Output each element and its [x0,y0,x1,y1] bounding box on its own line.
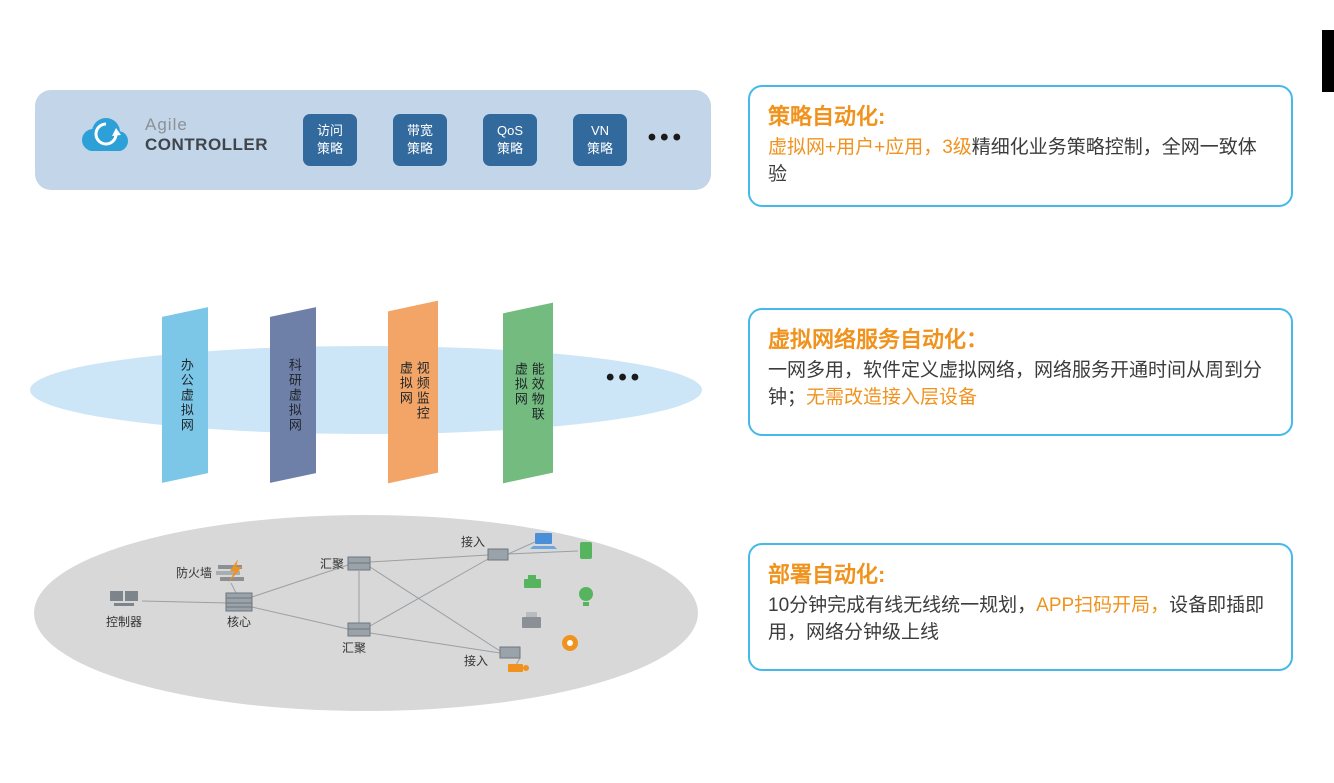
controller-icon [110,591,138,606]
policy-chip-vn-line1: VN [590,123,610,139]
aggregation-top-label: 汇聚 [320,557,344,571]
aggregation-switch-bottom-icon [347,622,371,637]
vn-panel-video-label: 视频监控虚拟网 [398,361,430,421]
agile-controller-banner: Agile CONTROLLER 访问 策略 带宽 策略 QoS 策略 VN 策… [35,90,711,190]
policy-chip-vn: VN 策略 [573,114,627,166]
speaker-icon [562,635,578,651]
callout-vn-body: 一网多用，软件定义虚拟网络，网络服务开通时间从周到分钟；无需改造接入层设备 [768,358,1273,412]
topology-links [141,541,579,666]
right-edge-bar [1322,30,1334,92]
more-vn-ellipsis: ••• [606,364,644,391]
vn-panel-research-label: 科研虚拟网 [286,357,302,433]
policy-chip-bandwidth-line2: 策略 [406,141,433,156]
vn-panel-office-label: 办公虚拟网 [178,357,194,433]
printer-icon [522,612,541,628]
vn-panel-video: 视频监控虚拟网 [388,300,438,484]
logo-controller-label: CONTROLLER [145,135,269,154]
policy-chip-vn-line2: 策略 [586,141,613,156]
vn-panel-office: 办公虚拟网 [162,307,208,483]
vn-panel-iot: 能效物联虚拟网 [503,302,553,484]
bulb-icon [579,587,593,606]
callout-deploy-seg-1: APP扫码开局， [1036,595,1170,616]
policy-chip-qos-line1: QoS [496,123,523,139]
policy-chip-row: 访问 策略 带宽 策略 QoS 策略 VN 策略 [303,114,627,166]
aggregation-bottom-label: 汇聚 [342,641,366,655]
cloud-logo-icon [82,118,128,151]
more-policies-ellipsis: ••• [647,124,685,151]
access-top-label: 接入 [461,534,485,549]
agile-controller-logo: Agile CONTROLLER [73,110,268,160]
firewall-icon [216,559,244,583]
callout-deploy-seg-0: 10分钟完成有线无线统一规划， [768,595,1037,616]
policy-chip-access: 访问 策略 [303,114,357,166]
callout-vn-seg-0: 一网多用，软件定义虚拟网络，网络服务开通时间从周到分钟； [768,360,1263,408]
virtual-network-ellipse [30,346,702,434]
policy-chip-access-line1: 访问 [316,123,343,139]
callout-deployment-automation: 部署自动化: 10分钟完成有线无线统一规划，APP扫码开局，设备即插即用，网络分… [748,543,1293,671]
callout-vn-service-automation: 虚拟网络服务自动化： 一网多用，软件定义虚拟网络，网络服务开通时间从周到分钟；无… [748,308,1293,436]
callout-policy-seg-0: 虚拟网+用户+应用，3级 [768,137,972,158]
core-label: 核心 [227,615,251,629]
callout-vn-seg-1: 无需改造接入层设备 [806,386,978,408]
access-switch-top-icon [487,548,509,561]
firewall-label: 防火墙 [176,565,212,580]
physical-network-ellipse [34,515,698,711]
logo-agile-label: Agile [145,115,188,134]
physical-network-topology: 控制器 防火墙 核心 汇聚 汇聚 接入 接入 [34,515,698,711]
policy-chip-bandwidth: 带宽 策略 [393,114,447,166]
policy-chip-access-line2: 策略 [316,141,343,156]
callout-policy-automation: 策略自动化: 虚拟网+用户+应用，3级精细化业务策略控制，全网一致体验 [748,85,1293,207]
core-switch-icon [225,592,253,612]
callout-vn-title: 虚拟网络服务自动化： [768,327,989,352]
vn-panel-research: 科研虚拟网 [270,307,316,483]
policy-chip-qos: QoS 策略 [483,114,537,166]
pos-terminal-icon [524,575,541,588]
callout-policy-body: 虚拟网+用户+应用，3级精细化业务策略控制，全网一致体验 [768,135,1273,189]
callout-deploy-title: 部署自动化: [768,562,886,587]
callout-policy-seg-1: 精细化业务策略控制，全网一致体验 [768,137,1257,185]
logo-text: Agile CONTROLLER [145,115,268,155]
tablet-icon [580,542,592,559]
policy-chip-bandwidth-line1: 带宽 [406,123,433,139]
access-bottom-label: 接入 [464,653,488,668]
callout-deploy-seg-2: 设备即插即用，网络分钟级上线 [768,595,1265,643]
controller-label: 控制器 [106,615,142,629]
ptz-camera-icon [508,664,529,672]
callout-deploy-body: 10分钟完成有线无线统一规划，APP扫码开局，设备即插即用，网络分钟级上线 [768,593,1273,647]
vn-panel-iot-label: 能效物联虚拟网 [513,362,545,422]
callout-policy-title: 策略自动化: [768,104,886,129]
policy-chip-qos-line2: 策略 [496,141,523,156]
access-switch-bottom-icon [499,646,521,659]
laptop-icon [530,533,557,549]
aggregation-switch-top-icon [347,556,371,571]
